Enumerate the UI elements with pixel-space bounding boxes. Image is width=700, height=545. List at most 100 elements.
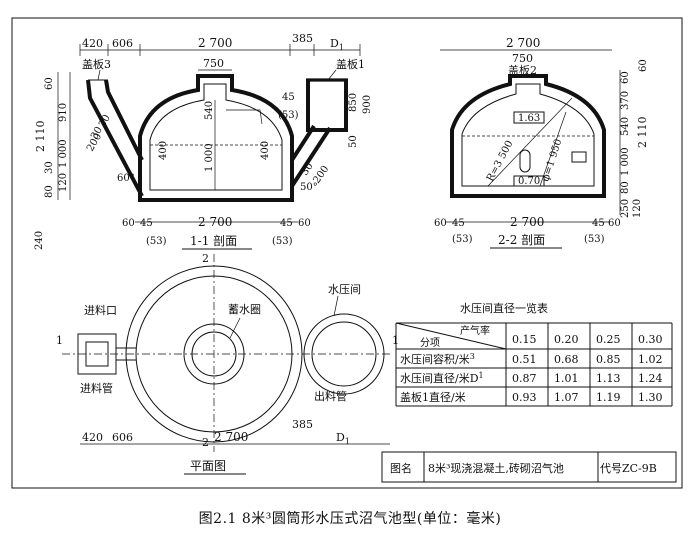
table-header-cell: 0.25 — [596, 333, 621, 346]
section-2-2-title: 2-2 剖面 — [498, 233, 545, 247]
title-name: 8米³现浇混凝土,砖砌沼气池 — [428, 461, 564, 475]
dim-2700: 2 700 — [198, 36, 232, 50]
svg-text:2 700: 2 700 — [214, 430, 248, 444]
svg-text:60: 60 — [608, 218, 621, 229]
svg-text:385: 385 — [292, 418, 313, 431]
table-cell: 1.24 — [638, 372, 663, 385]
svg-text:60: 60 — [620, 71, 631, 84]
dim-420: 420 — [82, 37, 103, 50]
table-cell: 1.07 — [554, 391, 579, 404]
svg-text:(53): (53) — [278, 110, 299, 121]
table-cell: 1.19 — [596, 391, 621, 404]
table-cell: 1.02 — [638, 353, 663, 366]
svg-text:45: 45 — [140, 218, 153, 229]
svg-text:1.63: 1.63 — [518, 113, 540, 124]
dim-606: 606 — [112, 37, 133, 50]
cover2-label: 盖板2 — [508, 63, 537, 77]
outlet-pipe-label: 出料管 — [314, 389, 347, 403]
table-row-label: 水压间直径/米D1 — [400, 371, 484, 385]
svg-text:R=3 500: R=3 500 — [485, 139, 516, 183]
table-cell: 0.93 — [512, 391, 537, 404]
svg-text:30: 30 — [44, 161, 55, 174]
svg-text:606: 606 — [112, 431, 133, 444]
svg-text:120: 120 — [58, 173, 69, 192]
title-name-label: 图名 — [390, 461, 412, 475]
dim-d1: D1 — [330, 37, 344, 52]
svg-text:(53): (53) — [584, 234, 605, 245]
svg-text:60°: 60° — [117, 173, 135, 184]
title-block: 图名 8米³现浇混凝土,砖砌沼气池 代号ZC-9B — [381, 451, 677, 483]
svg-text:60: 60 — [298, 218, 311, 229]
svg-text:60: 60 — [122, 218, 135, 229]
table-cell: 1.30 — [638, 391, 663, 404]
svg-text:1 000: 1 000 — [204, 143, 215, 172]
svg-text:60: 60 — [434, 218, 447, 229]
svg-text:1: 1 — [56, 334, 63, 347]
water-ring-label: 蓄水圈 — [228, 303, 261, 316]
table-cell: 0.87 — [512, 372, 537, 385]
dim-385: 385 — [292, 32, 313, 45]
svg-text:45: 45 — [592, 218, 605, 229]
svg-text:60: 60 — [44, 77, 55, 90]
svg-text:400: 400 — [158, 141, 169, 160]
svg-text:2 110: 2 110 — [636, 117, 649, 149]
svg-text:45: 45 — [452, 218, 465, 229]
table-cell: 0.51 — [512, 353, 537, 366]
table-header-cell: 0.15 — [512, 333, 537, 346]
table-cell: 0.85 — [596, 353, 621, 366]
table-title: 水压间直径一览表 — [460, 301, 548, 315]
svg-text:50: 50 — [348, 135, 359, 148]
svg-text:2: 2 — [202, 252, 209, 265]
table-row-label: 盖板1直径/米 — [400, 390, 466, 404]
svg-text:60: 60 — [638, 59, 649, 72]
svg-text:120: 120 — [632, 199, 643, 218]
svg-text:420: 420 — [82, 431, 103, 444]
svg-text:2 700: 2 700 — [198, 215, 232, 229]
svg-text:φ=1 950: φ=1 950 — [540, 138, 564, 183]
plan-view: 2 2 1 1 蓄水圈 水压间 出料管 进料口 进料管 420 606 2 70… — [56, 252, 399, 475]
svg-text:1 000: 1 000 — [58, 139, 69, 168]
cover3-label: 盖板3 — [82, 57, 111, 71]
pressure-room-label: 水压间 — [328, 283, 361, 296]
svg-text:分项: 分项 — [420, 337, 440, 349]
plan-title: 平面图 — [190, 459, 226, 473]
table-cell: 0.68 — [554, 353, 579, 366]
svg-text:540: 540 — [204, 101, 215, 120]
svg-text:900: 900 — [362, 95, 373, 114]
table-cell: 1.01 — [554, 372, 579, 385]
svg-text:D1: D1 — [336, 431, 350, 446]
svg-text:80: 80 — [620, 181, 631, 194]
svg-text:240: 240 — [34, 231, 45, 250]
table-row-label: 水压间容积/米3 — [400, 352, 475, 366]
svg-text:产气率: 产气率 — [460, 324, 490, 337]
section-1-1: 420 606 2 700 385 D1 750 60 910 2 110 1 … — [34, 32, 373, 250]
svg-text:(53): (53) — [452, 234, 473, 245]
svg-text:400: 400 — [260, 141, 271, 160]
title-code: 代号ZC-9B — [600, 462, 657, 475]
section-1-1-title: 1-1 剖面 — [190, 234, 237, 248]
figure-caption: 图2.1 8米³圆筒形水压式沼气池型(单位：毫米) — [198, 511, 502, 527]
svg-text:910: 910 — [58, 103, 69, 122]
inlet-label: 进料口 — [84, 303, 117, 317]
svg-text:370: 370 — [620, 91, 631, 110]
svg-text:80: 80 — [44, 185, 55, 198]
table-cell: 1.13 — [596, 372, 621, 385]
svg-text:2 110: 2 110 — [34, 121, 47, 153]
table-header-cell: 0.30 — [638, 333, 663, 346]
svg-text:850: 850 — [348, 93, 359, 112]
section-2-2: 2 700 750 盖板2 1.63 0.70 R=3 500 φ=1 950 … — [434, 36, 649, 249]
svg-text:(53): (53) — [146, 236, 167, 247]
svg-text:45: 45 — [280, 218, 293, 229]
svg-text:1 000: 1 000 — [620, 147, 631, 176]
svg-text:(53): (53) — [272, 236, 293, 247]
svg-text:250: 250 — [620, 199, 631, 218]
cover1-label: 盖板1 — [336, 57, 365, 71]
svg-text:45: 45 — [282, 92, 295, 103]
svg-text:2: 2 — [202, 436, 209, 449]
table-header-cell: 0.20 — [554, 333, 579, 346]
diameter-table: 水压间直径一览表 产气率 分项 0.15 0.20 0.25 0.30 水压间容积/米3… — [395, 301, 673, 407]
svg-text:540: 540 — [620, 117, 631, 136]
svg-text:0.70: 0.70 — [518, 176, 540, 187]
inlet-pipe-label: 进料管 — [80, 381, 113, 395]
